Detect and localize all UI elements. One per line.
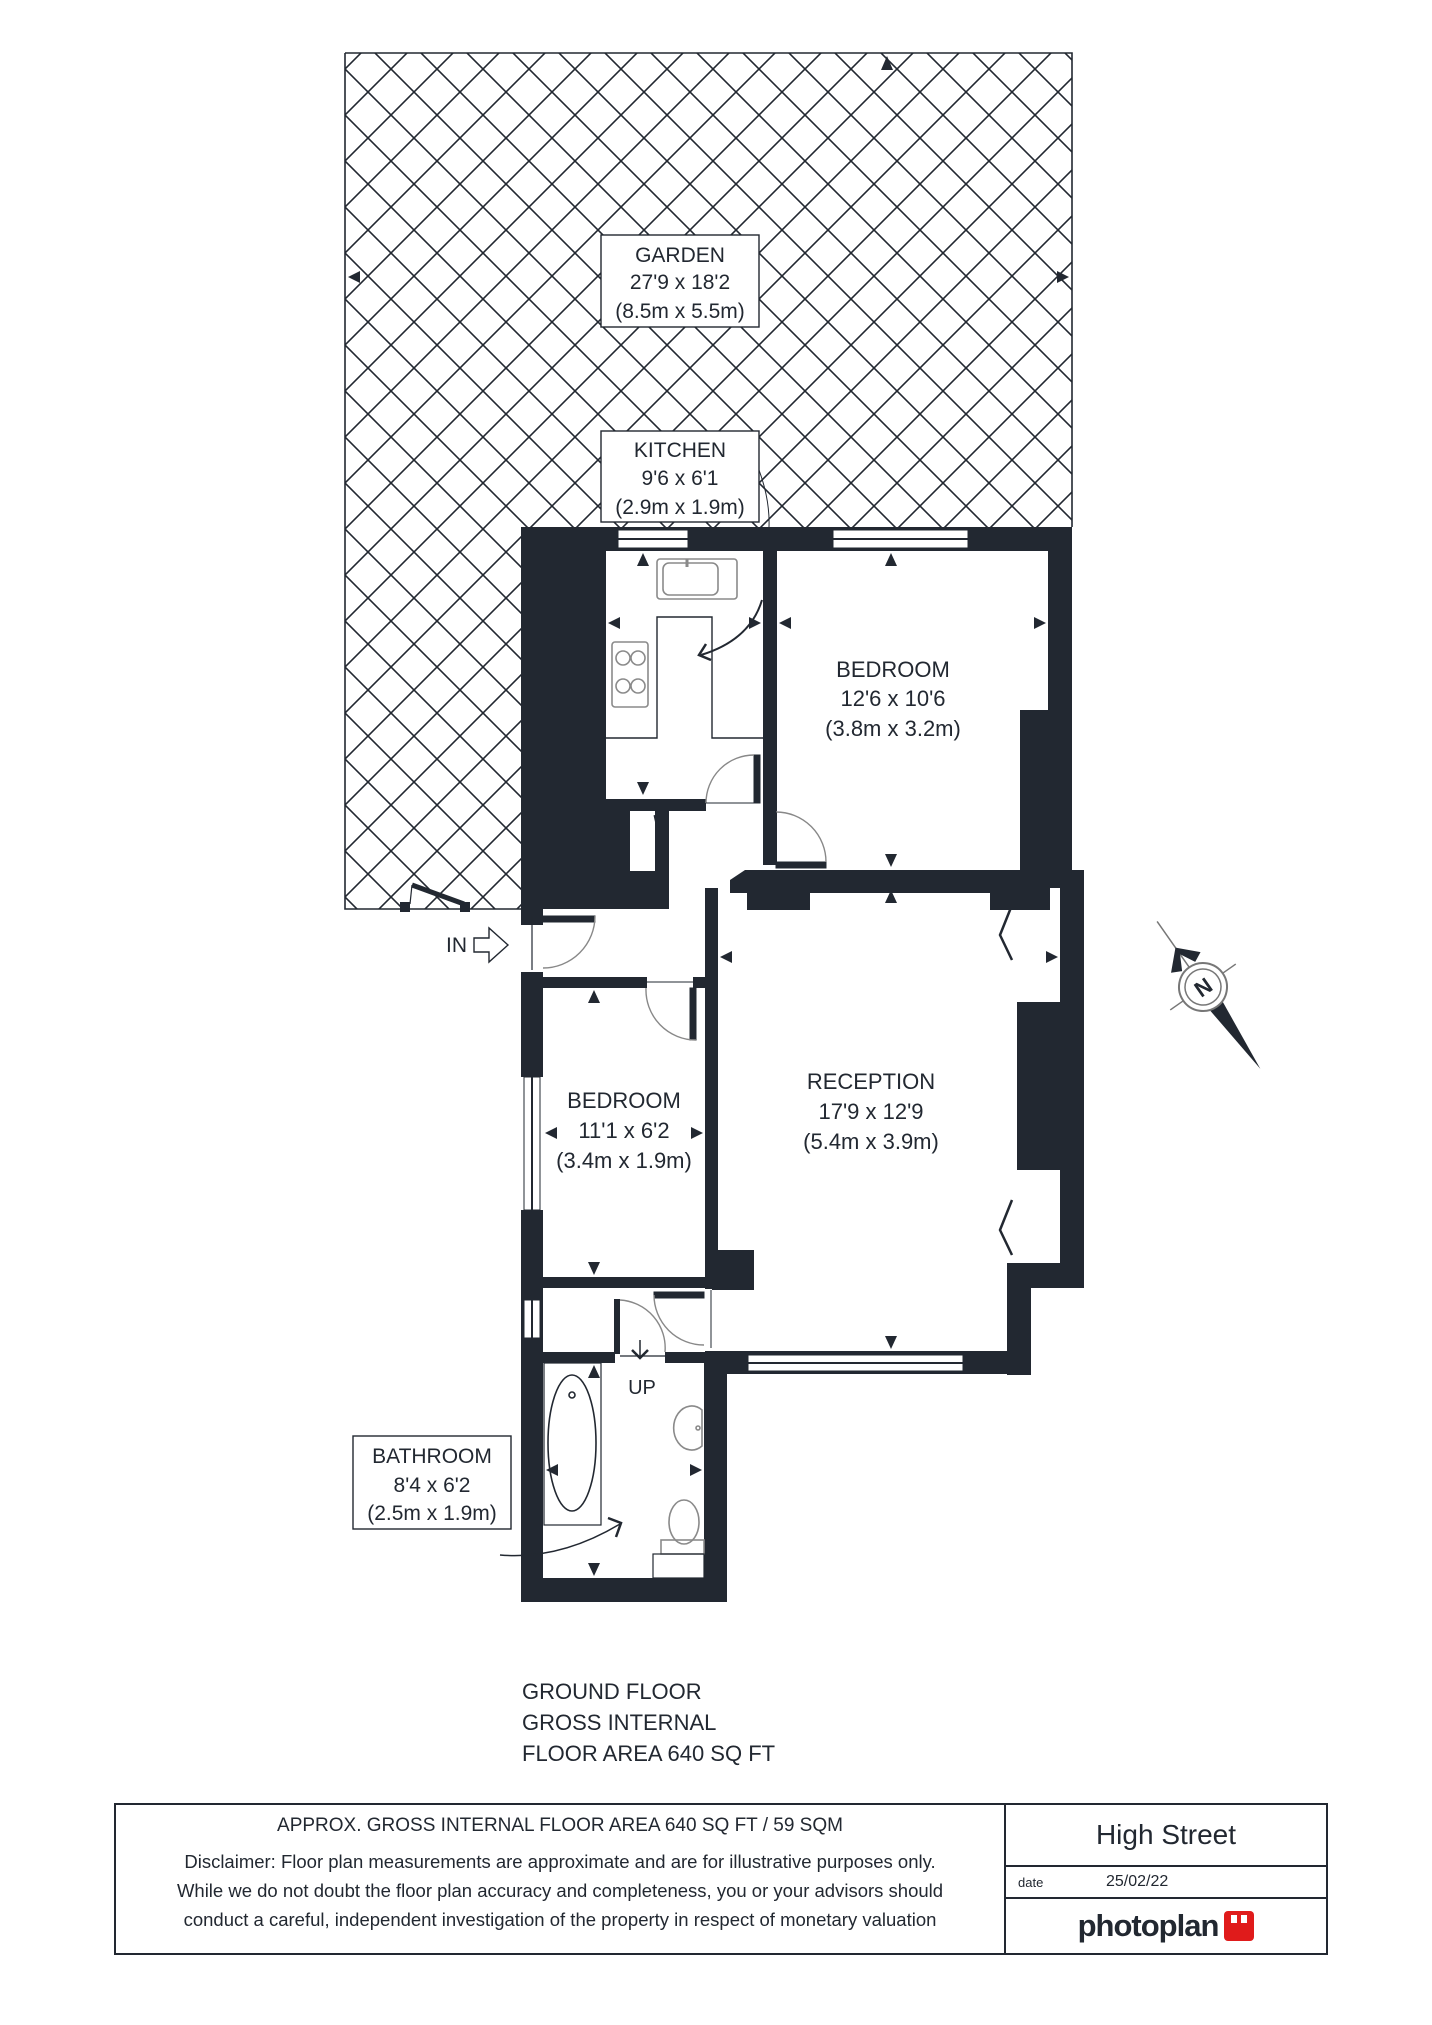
summary-line: GROUND FLOOR [522, 1679, 702, 1704]
svg-text:12'6 x 10'6: 12'6 x 10'6 [840, 686, 945, 711]
entrance-marker: IN [446, 926, 510, 964]
svg-text:(2.5m x 1.9m): (2.5m x 1.9m) [367, 1502, 497, 1525]
disclaimer-panel: APPROX. GROSS INTERNAL FLOOR AREA 640 SQ… [116, 1805, 1006, 1953]
basin-icon [672, 1405, 703, 1451]
bath-icon [547, 1374, 597, 1512]
svg-text:KITCHEN: KITCHEN [634, 439, 726, 462]
svg-text:(2.9m x 1.9m): (2.9m x 1.9m) [615, 496, 745, 519]
dimension-arrow-icon [348, 271, 360, 283]
compass-icon: N [1156, 921, 1261, 1069]
summary-line: FLOOR AREA 640 SQ FT [522, 1741, 776, 1766]
svg-text:8'4 x 6'2: 8'4 x 6'2 [394, 1474, 471, 1497]
disclaimer-line: Disclaimer: Floor plan measurements are … [184, 1851, 936, 1872]
bedroom1-label: BEDROOM 12'6 x 10'6 (3.8m x 3.2m) [825, 657, 961, 741]
toilet-icon [668, 1499, 700, 1545]
floor-plan: GARDEN 27'9 x 18'2 (8.5m x 5.5m) KITCHEN… [344, 52, 1261, 1602]
svg-text:BEDROOM: BEDROOM [836, 657, 950, 682]
bathroom-label: BATHROOM 8'4 x 6'2 (2.5m x 1.9m) [352, 1435, 512, 1530]
dimension-arrow-icon [1057, 271, 1069, 283]
svg-text:BATHROOM: BATHROOM [372, 1445, 492, 1468]
svg-text:(3.4m x 1.9m): (3.4m x 1.9m) [556, 1148, 692, 1173]
svg-text:(5.4m x 3.9m): (5.4m x 3.9m) [803, 1129, 939, 1154]
property-name: High Street [1006, 1805, 1326, 1867]
svg-text:27'9 x 18'2: 27'9 x 18'2 [630, 271, 730, 294]
svg-text:IN: IN [446, 934, 467, 957]
title-block: APPROX. GROSS INTERNAL FLOOR AREA 640 SQ… [114, 1803, 1328, 1955]
disclaimer-line: While we do not doubt the floor plan acc… [176, 1880, 944, 1901]
svg-text:GARDEN: GARDEN [635, 244, 725, 267]
svg-text:(3.8m x 3.2m): (3.8m x 3.2m) [825, 716, 961, 741]
svg-text:RECEPTION: RECEPTION [807, 1069, 935, 1094]
dimension-arrow-icon [881, 56, 893, 70]
garden-label: GARDEN 27'9 x 18'2 (8.5m x 5.5m) [600, 234, 760, 328]
windows [523, 529, 969, 1372]
svg-text:9'6 x 6'1: 9'6 x 6'1 [642, 467, 719, 490]
property-panel: High Street date 25/02/22 photoplan [1006, 1805, 1326, 1953]
floor-summary: GROUND FLOOR GROSS INTERNAL FLOOR AREA 6… [522, 1676, 775, 1769]
date-row: date 25/02/22 [1006, 1867, 1326, 1899]
svg-text:(8.5m x 5.5m): (8.5m x 5.5m) [615, 300, 745, 323]
bathroom-fixtures [499, 1340, 705, 1579]
brand-wordmark: photoplan [1077, 1908, 1220, 1943]
reception-label: RECEPTION 17'9 x 12'9 (5.4m x 3.9m) [803, 1069, 939, 1154]
svg-text:11'1 x 6'2: 11'1 x 6'2 [578, 1118, 669, 1143]
camera-logo-icon [1224, 1911, 1255, 1941]
disclaimer-line: conduct a careful, independent investiga… [183, 1909, 937, 1930]
kitchen-fixtures [606, 558, 763, 739]
sink-icon [656, 558, 738, 600]
svg-text:17'9 x 12'9: 17'9 x 12'9 [818, 1099, 923, 1124]
walls [521, 527, 1084, 1602]
kitchen-label: KITCHEN 9'6 x 6'1 (2.9m x 1.9m) [600, 430, 770, 528]
brand-logo: photoplan [1006, 1899, 1326, 1953]
date-label: date [1018, 1874, 1044, 1890]
dimension-markers [545, 553, 1058, 1576]
doors [531, 754, 1014, 1353]
bedroom2-label: BEDROOM 11'1 x 6'2 (3.4m x 1.9m) [556, 1088, 692, 1173]
summary-line: GROSS INTERNAL [522, 1710, 717, 1735]
entrance-arrow-icon [473, 926, 510, 964]
svg-text:BEDROOM: BEDROOM [567, 1088, 681, 1113]
hob-icon [611, 641, 649, 708]
gross-area-text: APPROX. GROSS INTERNAL FLOOR AREA 640 SQ… [277, 1815, 843, 1836]
stairs-label: UP [628, 1377, 656, 1399]
date-value: 25/02/22 [1106, 1873, 1169, 1890]
